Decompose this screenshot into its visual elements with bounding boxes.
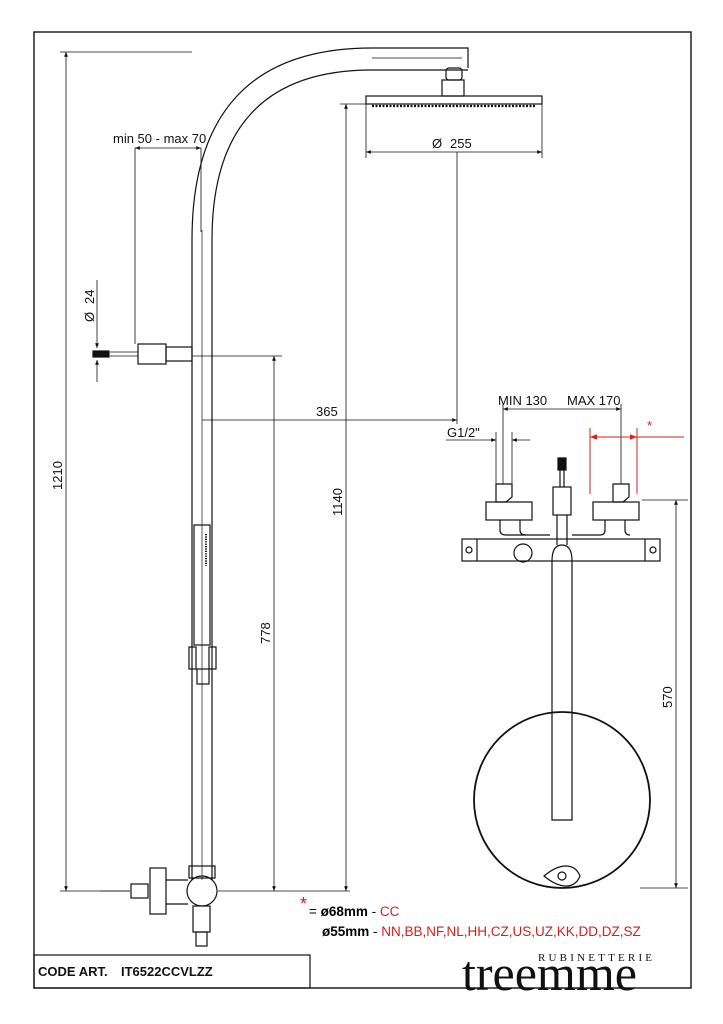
legend-row-1: = ø68mm - CC — [309, 904, 400, 919]
dim-slider-height: 778 — [258, 622, 273, 644]
dim-hose-diameter-symbol: Ø — [82, 312, 97, 322]
dim-inlet-min: MIN 130 — [498, 393, 547, 408]
legend-codes-55: NN,BB,NF,NL,HH,CZ,US,UZ,KK,DD,DZ,SZ — [381, 924, 641, 939]
dim-inlet-max: MAX 170 — [567, 393, 620, 408]
dim-handshower-arm: min 50 - max 70 — [113, 131, 206, 146]
shower-column-side-view — [92, 47, 543, 947]
dim-head-diameter-symbol: Ø — [432, 136, 442, 151]
legend-equals: = — [309, 904, 321, 919]
legend-size-68: ø68mm — [321, 904, 368, 919]
dim-head-height: 1140 — [330, 488, 345, 516]
dimension-lines-left — [60, 51, 543, 892]
dim-hose-diameter: 24 — [82, 290, 97, 304]
legend-sep-2: - — [369, 924, 381, 939]
mixer-front-view — [461, 457, 661, 889]
drawing-frame — [33, 31, 692, 989]
legend-codes-68: CC — [380, 904, 400, 919]
red-dimension-asterisk — [589, 428, 684, 494]
dimension-lines-right — [446, 404, 688, 889]
dim-mixer-height: 570 — [660, 686, 675, 708]
brand-logo: treemme — [462, 945, 637, 1001]
title-block — [33, 954, 311, 989]
dim-head-diameter: 255 — [450, 136, 472, 151]
brand-tagline: RUBINETTERIE — [538, 952, 655, 964]
legend-row-2: ø55mm - NN,BB,NF,NL,HH,CZ,US,UZ,KK,DD,DZ… — [322, 924, 641, 939]
dim-total-height: 1210 — [50, 461, 65, 490]
legend-asterisk: * — [300, 894, 307, 914]
legend-sep-1: - — [368, 904, 380, 919]
dim-arm-projection: 365 — [316, 404, 338, 419]
dim-inlet-thread: G1/2" — [447, 425, 480, 440]
finish-legend: * = ø68mm - CC ø55mm - NN,BB,NF,NL,HH,CZ… — [300, 894, 641, 939]
dim-asterisk: * — [647, 418, 652, 433]
code-value: IT6522CCVLZZ — [121, 964, 213, 979]
code-label: CODE ART. — [38, 964, 108, 979]
legend-size-55: ø55mm — [322, 924, 369, 939]
